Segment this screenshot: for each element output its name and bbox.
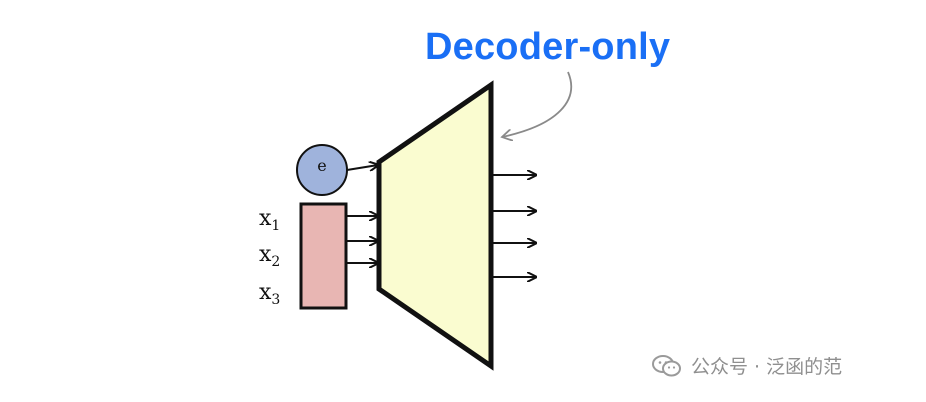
input-tokens-block bbox=[299, 202, 348, 310]
title-pointer-curve bbox=[502, 71, 573, 137]
watermark-text: 公众号 · 泛函的范 bbox=[691, 356, 843, 378]
input-label-x1: x1 bbox=[259, 206, 281, 234]
embedding-arrow bbox=[346, 165, 378, 170]
decoder-block bbox=[376, 80, 494, 371]
input-label-x3: x3 bbox=[259, 280, 281, 308]
input-label-x2: x2 bbox=[259, 242, 281, 270]
embedding-label: e bbox=[317, 156, 327, 175]
wechat-icon bbox=[652, 354, 681, 376]
watermark: 公众号 · 泛函的范 bbox=[652, 352, 842, 379]
diagram-title: Decoder-only bbox=[425, 26, 671, 68]
